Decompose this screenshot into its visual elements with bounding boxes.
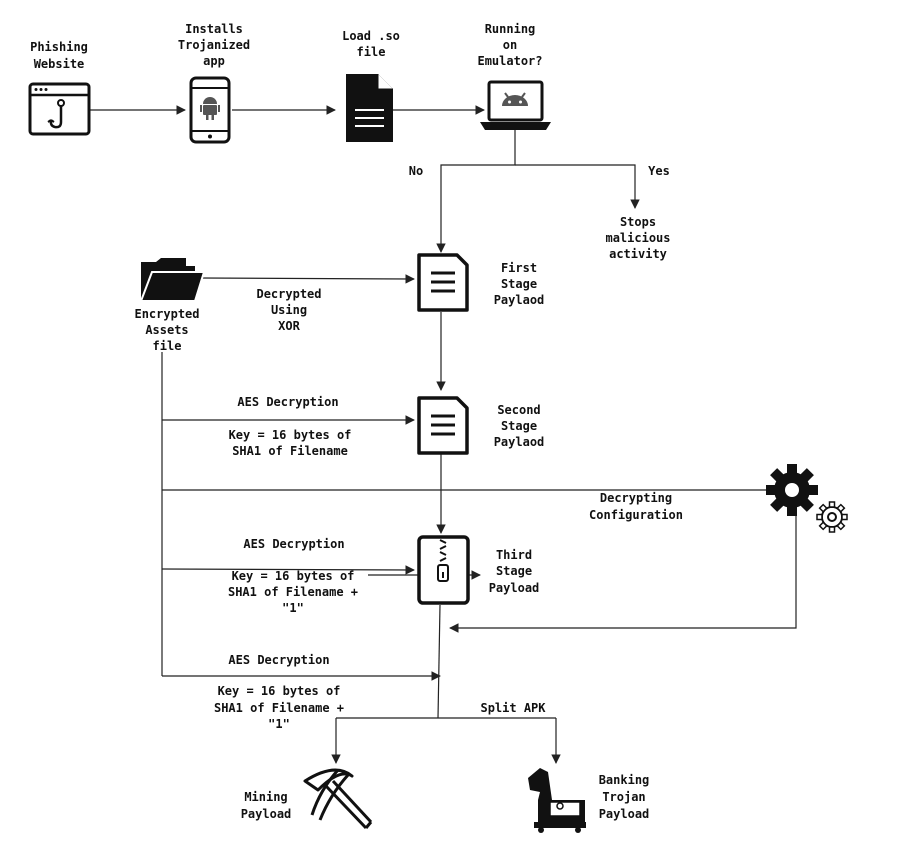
node-label-installs: Installs Trojanized app	[178, 22, 250, 68]
svg-text:file: file	[357, 45, 386, 59]
svg-text:Banking: Banking	[599, 773, 650, 787]
svg-text:activity: activity	[609, 247, 667, 261]
svg-text:Trojan: Trojan	[602, 790, 645, 804]
svg-text:Second: Second	[497, 403, 540, 417]
node-label-first-stage: First Stage Paylaod	[494, 261, 545, 307]
phishing-website-icon	[28, 82, 91, 136]
folder-icon	[139, 258, 206, 302]
svg-text:malicious: malicious	[605, 231, 670, 245]
edge-third-down	[437, 604, 441, 719]
second-stage-document-icon	[417, 396, 469, 455]
svg-text:Phishing: Phishing	[30, 40, 88, 54]
node-label-mining: Mining Payload	[241, 790, 292, 821]
svg-text:Installs: Installs	[185, 22, 243, 36]
edge-label-key-2: Key = 16 bytes of SHA1 of Filename + "1"	[228, 569, 358, 615]
edge-label-yes: Yes	[648, 164, 670, 178]
node-label-phishing: Phishing Website	[30, 40, 88, 71]
svg-text:Third: Third	[496, 548, 532, 562]
svg-text:Mining: Mining	[244, 790, 287, 804]
svg-text:Stops: Stops	[620, 215, 656, 229]
edge-label-split: Split APK	[480, 701, 546, 715]
trojan-horse-icon	[528, 768, 586, 833]
edge-emulator-no	[436, 130, 516, 253]
svg-text:Paylaod: Paylaod	[494, 293, 545, 307]
edge-assets-to-first	[199, 274, 415, 284]
svg-text:Website: Website	[34, 57, 85, 71]
svg-text:Encrypted: Encrypted	[134, 307, 199, 321]
svg-text:Load .so: Load .so	[342, 29, 400, 43]
file-icon	[346, 74, 393, 142]
svg-text:SHA1 of Filename: SHA1 of Filename	[232, 444, 348, 458]
edge-trunk-to-third	[161, 565, 415, 575]
svg-text:on: on	[503, 38, 517, 52]
node-label-assets: Encrypted Assets file	[134, 307, 199, 353]
edge-label-aes-3: AES Decryption	[228, 653, 329, 667]
edge-label-key-1: Key = 16 bytes of SHA1 of Filename	[229, 428, 352, 458]
svg-text:Stage: Stage	[501, 277, 537, 291]
svg-text:Decrypting: Decrypting	[600, 491, 672, 505]
edge-label-key-3: Key = 16 bytes of SHA1 of Filename + "1"	[214, 684, 344, 731]
svg-text:Key = 16 bytes of: Key = 16 bytes of	[218, 684, 341, 698]
node-label-stops: Stops malicious activity	[605, 215, 670, 261]
svg-text:SHA1 of Filename +: SHA1 of Filename +	[228, 585, 358, 599]
svg-text:Payload: Payload	[599, 807, 650, 821]
svg-text:app: app	[203, 54, 225, 68]
svg-text:Assets: Assets	[145, 323, 188, 337]
node-label-second-stage: Second Stage Paylaod	[494, 403, 545, 449]
node-label-banking: Banking Trojan Payload	[599, 773, 650, 821]
android-laptop-icon	[480, 80, 551, 130]
edge-label-xor: Decrypted Using XOR	[256, 287, 321, 333]
svg-text:Running: Running	[485, 22, 536, 36]
edge-label-no: No	[409, 164, 423, 178]
svg-text:Using: Using	[271, 303, 307, 317]
edge-label-aes-1: AES Decryption	[237, 395, 338, 409]
svg-text:Trojanized: Trojanized	[178, 38, 250, 52]
edge-emulator-yes	[515, 164, 640, 209]
svg-text:file: file	[153, 339, 182, 353]
svg-text:First: First	[501, 261, 537, 275]
zip-archive-icon	[417, 535, 470, 605]
node-label-third-stage: Third Stage Payload	[489, 548, 540, 595]
gears-icon	[766, 464, 848, 533]
svg-text:Payload: Payload	[241, 807, 292, 821]
svg-text:"1": "1"	[282, 601, 304, 615]
svg-text:Stage: Stage	[496, 564, 532, 578]
first-stage-document-icon	[417, 253, 469, 312]
svg-text:Key = 16 bytes of: Key = 16 bytes of	[229, 428, 352, 442]
svg-text:"1": "1"	[268, 717, 290, 731]
edge-label-aes-2: AES Decryption	[243, 537, 344, 551]
svg-text:Configuration: Configuration	[589, 508, 683, 522]
svg-text:Emulator?: Emulator?	[477, 54, 542, 68]
edge-config-back	[449, 515, 797, 633]
svg-text:Stage: Stage	[501, 419, 537, 433]
node-label-emulator: Running on Emulator?	[477, 22, 542, 68]
node-label-load-so: Load .so file	[342, 29, 400, 59]
svg-text:SHA1 of Filename +: SHA1 of Filename +	[214, 701, 344, 715]
android-phone-icon	[189, 76, 231, 144]
svg-text:Key = 16 bytes of: Key = 16 bytes of	[232, 569, 355, 583]
svg-text:XOR: XOR	[278, 319, 300, 333]
svg-text:Payload: Payload	[489, 581, 540, 595]
node-label-config: Decrypting Configuration	[589, 491, 683, 522]
svg-text:Paylaod: Paylaod	[494, 435, 545, 449]
svg-text:Decrypted: Decrypted	[256, 287, 321, 301]
pickaxe-icon	[303, 768, 373, 830]
